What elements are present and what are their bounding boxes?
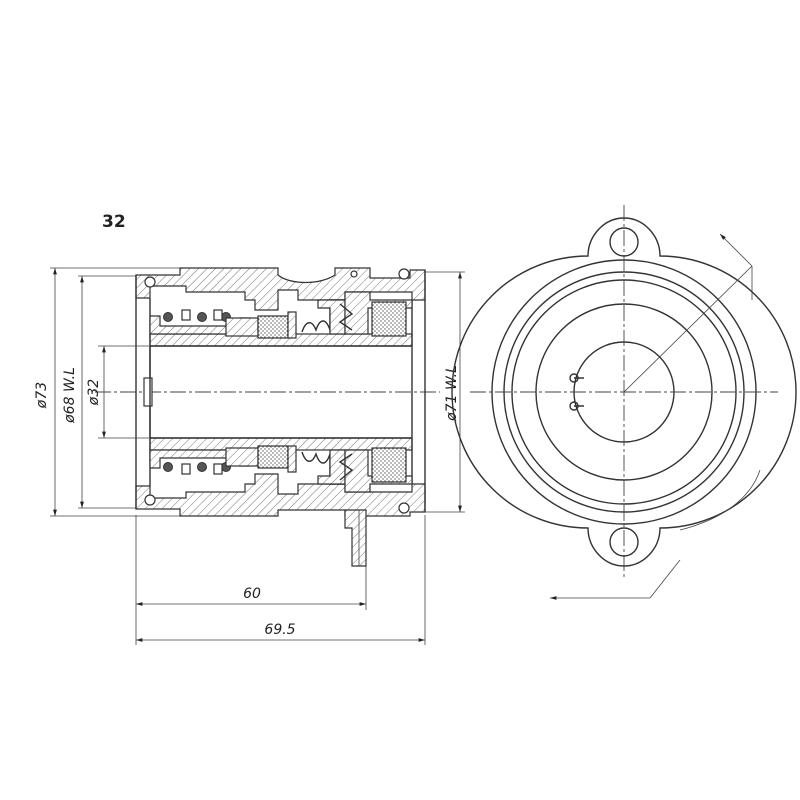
set-screw <box>143 377 153 407</box>
housing-top <box>135 267 426 311</box>
figure-label: 32 <box>102 212 126 232</box>
flange-outline <box>451 217 797 567</box>
section-view <box>95 267 440 567</box>
rotating-face-top <box>225 317 259 337</box>
dim-length-69-5: 69.5 <box>264 622 295 638</box>
stationary-face-bottom <box>371 447 407 483</box>
bellows-top <box>301 299 345 333</box>
dim-dia-32: ø32 <box>86 379 102 406</box>
drive-pins <box>574 377 584 407</box>
view-arrow-top <box>719 233 753 267</box>
o-ring-top-right <box>398 268 410 280</box>
rotating-face-bottom <box>225 447 259 467</box>
o-ring-top-left <box>144 276 156 288</box>
bellows-spring-bottom <box>338 453 354 481</box>
bellows-spring-top <box>338 303 354 331</box>
o-ring-bottom-right <box>398 502 410 514</box>
dimension-lines <box>50 267 465 645</box>
dim-length-60: 60 <box>243 586 261 602</box>
seal-face-bottom <box>257 445 289 469</box>
stationary-face-top <box>371 301 407 337</box>
drain-pipe <box>344 509 367 567</box>
seal-face-top <box>257 315 289 339</box>
dim-dia-68: ø68 W.L <box>62 367 78 424</box>
dim-dia-73: ø73 <box>34 382 50 409</box>
bellows-bottom <box>301 451 345 485</box>
o-ring-bottom-left <box>144 494 156 506</box>
end-view <box>451 205 797 600</box>
